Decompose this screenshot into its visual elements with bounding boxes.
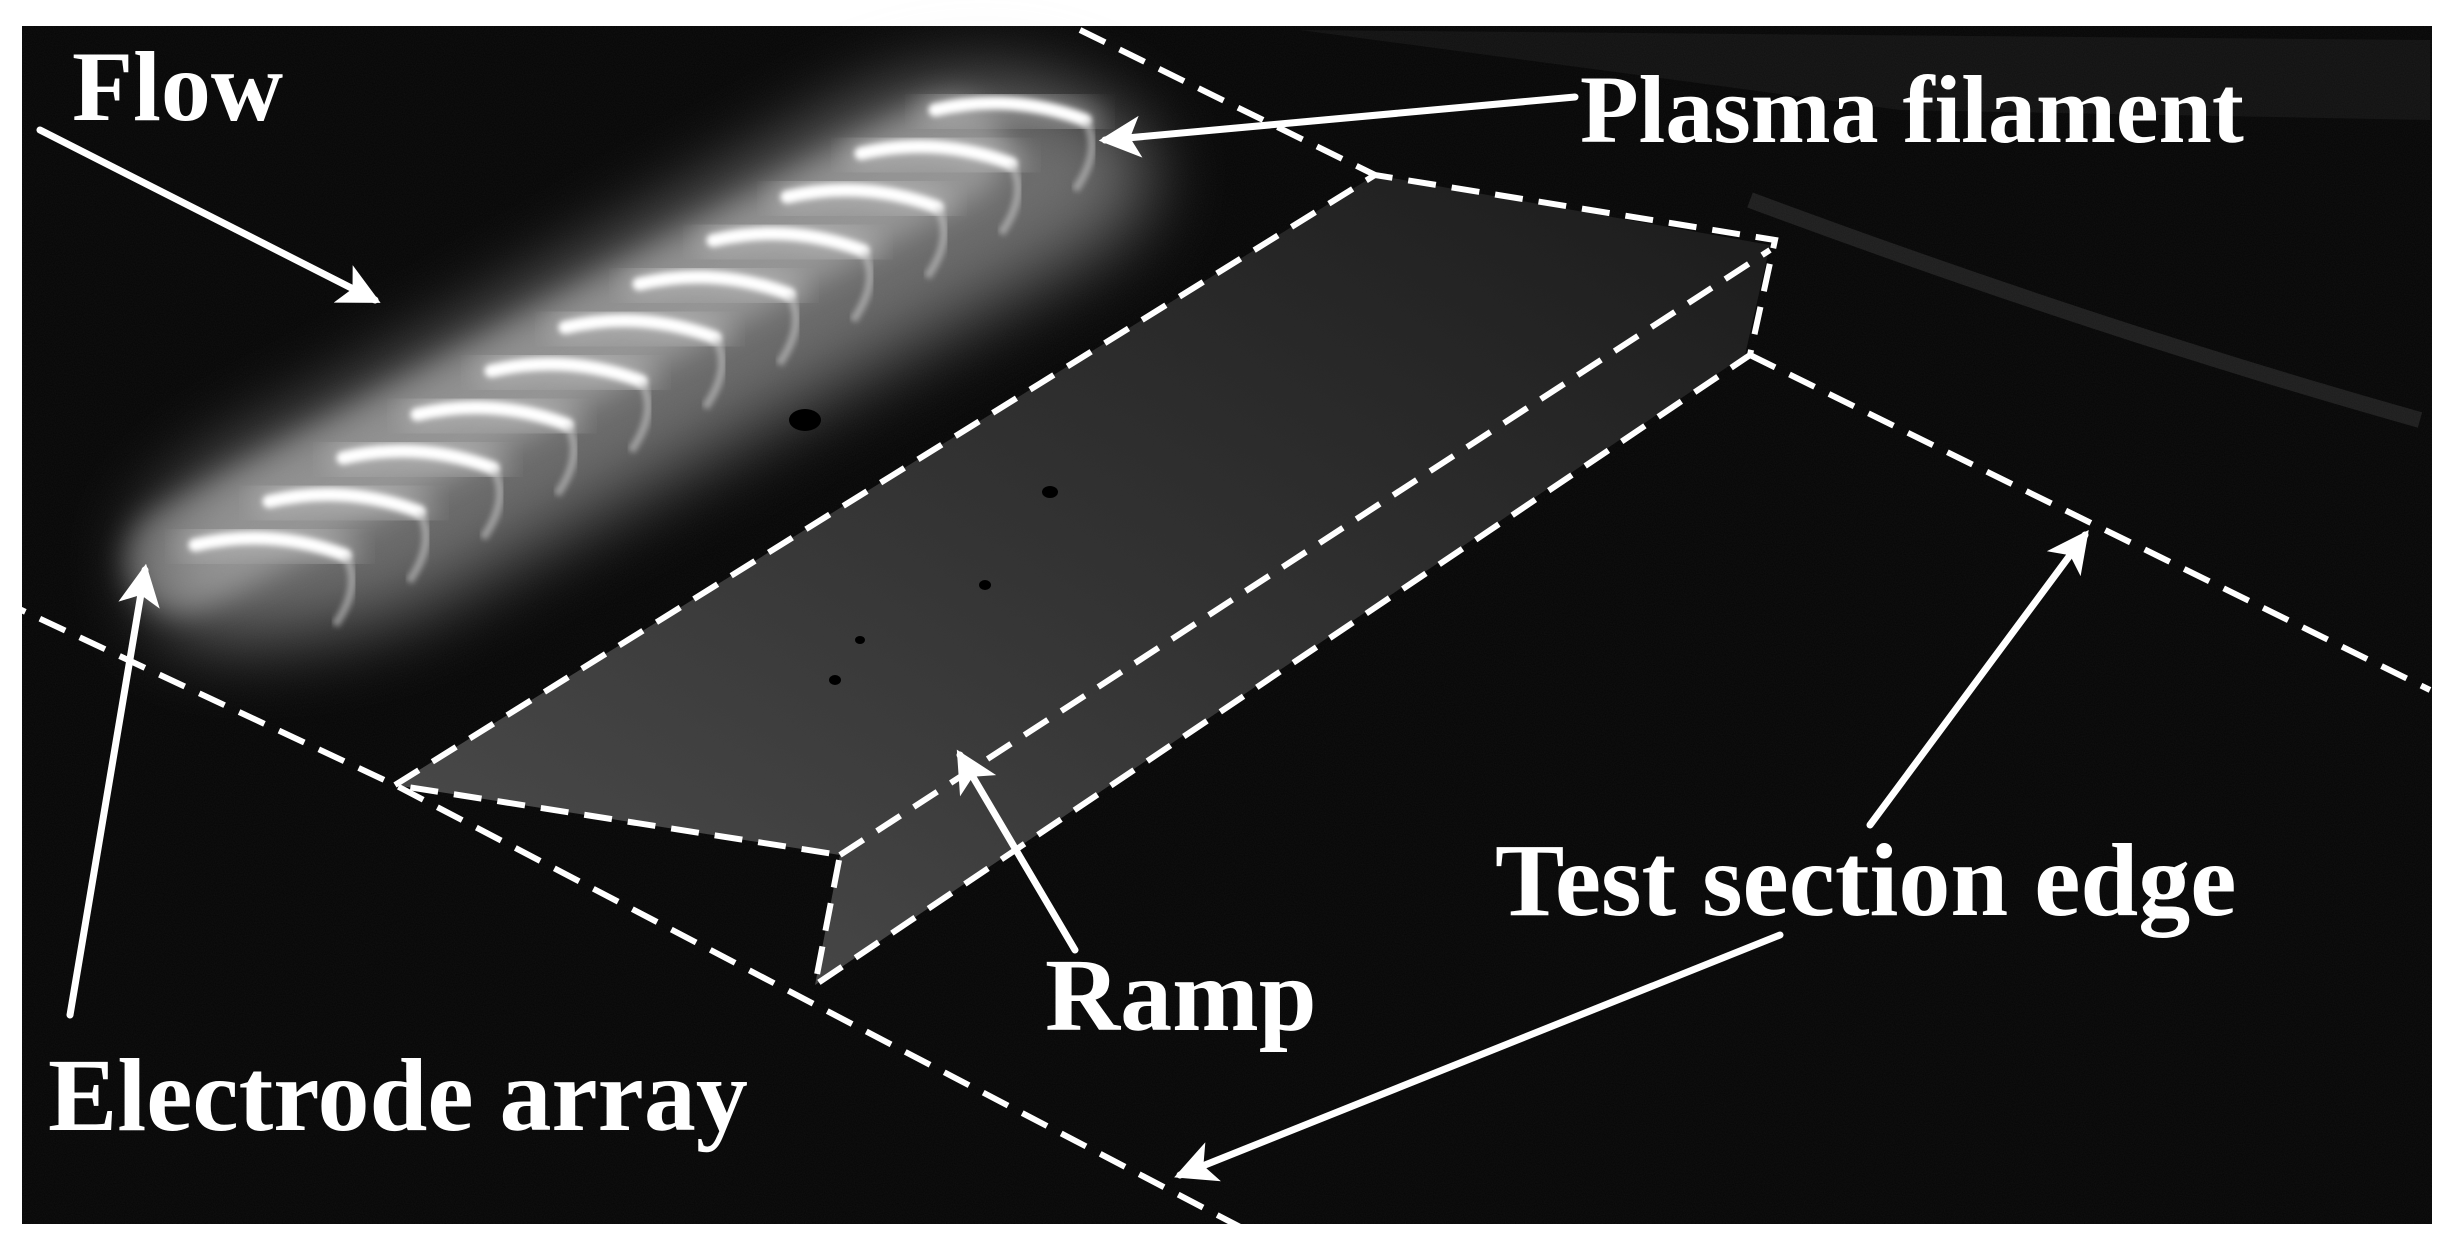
plasma-filament bbox=[254, 479, 434, 584]
electrode-array-arrow bbox=[66, 563, 160, 1019]
test-section-edge-right bbox=[1748, 352, 2432, 693]
plasma-filament bbox=[550, 305, 730, 410]
plasma-filament bbox=[476, 348, 656, 454]
flow-label: Flow bbox=[72, 31, 283, 142]
electrode-array-label: Electrode array bbox=[48, 1038, 748, 1153]
ramp-surface bbox=[395, 175, 1770, 985]
plasma-filament bbox=[624, 261, 804, 367]
flow-arrow bbox=[36, 126, 381, 304]
plasma-filament bbox=[402, 392, 582, 497]
plasma-filament bbox=[698, 218, 878, 323]
plasma-filament bbox=[180, 522, 360, 628]
plasma-filaments bbox=[180, 87, 1100, 628]
plasma-filament bbox=[772, 174, 952, 280]
test-section-edge-arrow-upper bbox=[1866, 529, 2089, 829]
plasma-filament bbox=[920, 87, 1100, 193]
test-section-edge-label: Test section edge bbox=[1495, 823, 2236, 938]
annotation-arrows bbox=[36, 93, 2089, 1182]
plasma-filament bbox=[328, 435, 508, 541]
surface-spots bbox=[789, 409, 1058, 685]
ramp-arrow bbox=[956, 749, 1079, 954]
ramp-label: Ramp bbox=[1045, 938, 1317, 1053]
plasma-filament bbox=[846, 131, 1026, 236]
test-section-edge-arrow-lower bbox=[1174, 931, 1784, 1182]
plasma-filament-label: Plasma filament bbox=[1580, 56, 2244, 163]
plasma-filament-arrow bbox=[1098, 93, 1579, 158]
top-edge bbox=[1078, 27, 1377, 178]
